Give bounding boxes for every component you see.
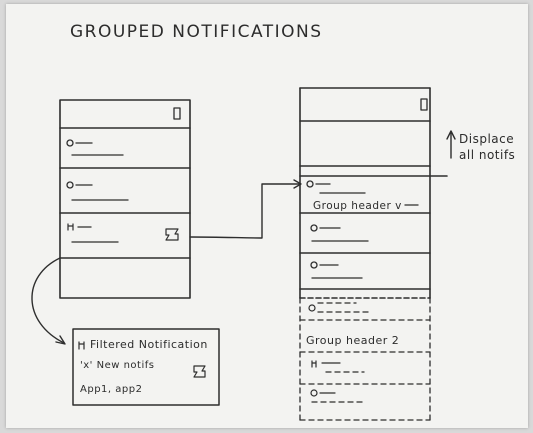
filtered-notification-title: Filtered Notification xyxy=(90,338,208,351)
arrow-to-filtered-notification xyxy=(31,257,66,345)
filtered-notification-apps: App1, app2 xyxy=(80,384,143,395)
group-header-1: Group header v xyxy=(313,200,402,212)
displace-annotation: Displace all notifs xyxy=(459,132,516,162)
filtered-notification-count: 'x' New notifs xyxy=(80,360,155,371)
sketch-paper xyxy=(6,4,528,428)
left-phone-wireframe xyxy=(59,99,191,299)
right-phone-wireframe xyxy=(299,87,448,299)
arrow-to-grouped-view xyxy=(189,179,302,239)
group-header-2: Group header 2 xyxy=(306,334,400,347)
diagram-title: GROUPED NOTIFICATIONS xyxy=(70,22,323,42)
right-phone-dashed-extension xyxy=(299,297,431,421)
displace-up-arrow xyxy=(446,130,456,159)
dashed-row-markers xyxy=(308,304,341,397)
filtered-notification-card xyxy=(72,328,220,406)
